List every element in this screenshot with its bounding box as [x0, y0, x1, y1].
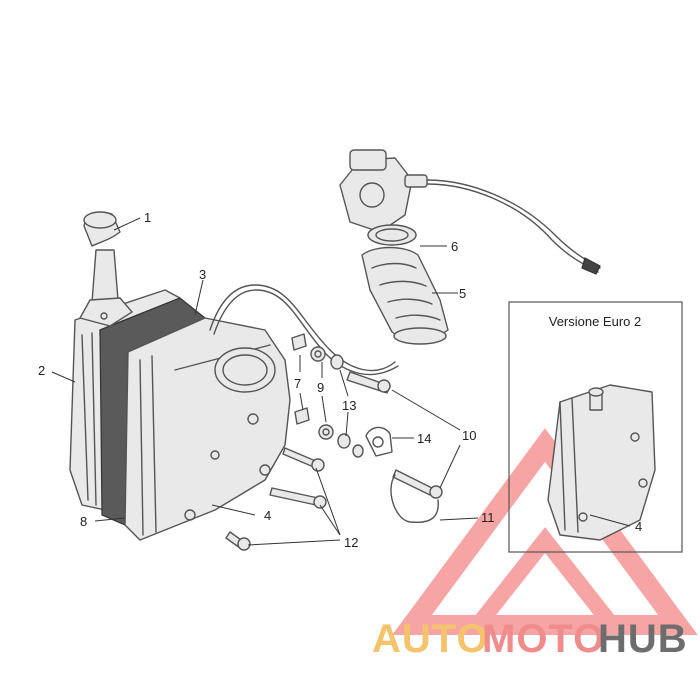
callout-1: 1	[144, 210, 151, 225]
leader-lines	[51, 217, 631, 546]
callout-11: 11	[481, 510, 495, 525]
callout-8: 8	[80, 514, 87, 529]
callout-7: 7	[294, 376, 301, 391]
callout-12: 12	[344, 535, 358, 550]
callout-6: 6	[451, 239, 458, 254]
intake-manifold	[361, 246, 449, 345]
inset-euro2: Versione Euro 2	[508, 301, 683, 553]
callout-14: 14	[417, 431, 431, 446]
callout-10: 10	[462, 428, 476, 443]
callout-4-inset: 4	[635, 519, 642, 534]
callout-5: 5	[459, 286, 466, 301]
watermark-moto: MOTO	[482, 617, 605, 661]
callout-13: 13	[342, 398, 356, 413]
breather-hose	[209, 284, 396, 372]
carburetor	[339, 149, 601, 275]
air-filter-housing	[69, 289, 291, 541]
fasteners	[225, 333, 443, 551]
watermark-hub: HUB	[598, 617, 688, 661]
callout-4: 4	[264, 508, 271, 523]
watermark-auto: AUTO	[372, 617, 489, 661]
callout-numbers: 1 2 3 4 4 5 6 7 8 9 10 11 12 13 14	[38, 210, 642, 550]
callout-9: 9	[317, 380, 324, 395]
inset-title: Versione Euro 2	[549, 314, 642, 329]
callout-3: 3	[199, 267, 206, 282]
callout-2: 2	[38, 363, 45, 378]
watermark-text: AUTO MOTO HUB	[372, 617, 688, 661]
intake-snorkel	[79, 211, 133, 327]
